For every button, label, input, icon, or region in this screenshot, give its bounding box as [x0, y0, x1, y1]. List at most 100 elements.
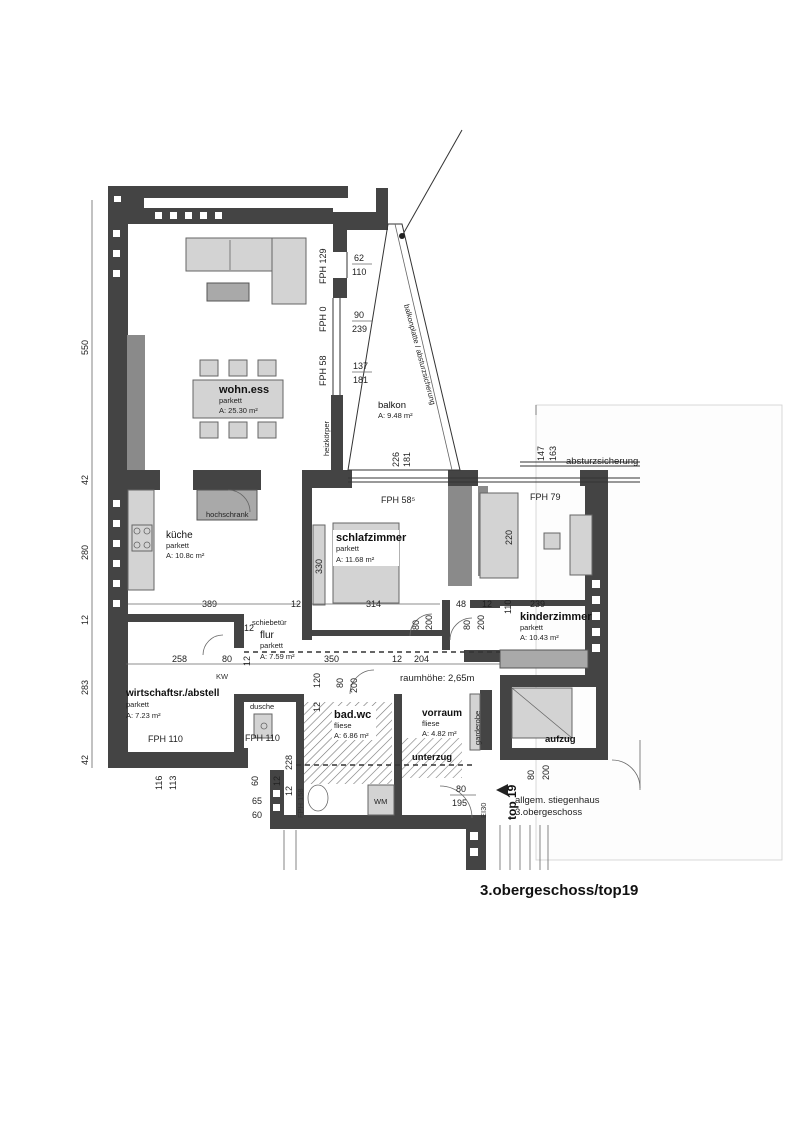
dim-door-200b: 200 — [476, 615, 486, 630]
room-floor: fliese — [422, 719, 440, 728]
dim-bot-113: 113 — [168, 776, 178, 790]
dim-win1-bot: 110 — [352, 267, 366, 277]
room-name: kinderzimmer — [520, 611, 592, 623]
dim-bot-65: 65 — [252, 796, 262, 806]
dim-left-550: 550 — [80, 340, 90, 355]
dim-pre-12: 12 — [242, 656, 252, 666]
dim-win2-bot: 239 — [352, 324, 367, 334]
fph-wohn-0: FPH 0 — [318, 306, 328, 332]
dim-lift-200: 200 — [541, 765, 551, 780]
room-area: A: 6.86 m² — [334, 731, 369, 740]
living-windows — [331, 252, 348, 470]
fph-bad-158: FPH 158 — [296, 788, 305, 818]
label-raumhoehe: raumhöhe: 2,65m — [400, 673, 475, 684]
room-area: A: 4.82 m² — [422, 729, 457, 738]
dim-bot-60b: 60 — [252, 810, 262, 820]
room-schlafzimmer: schlafzimmer parkett A: 11.68 m² — [333, 530, 407, 566]
dim-kin-239: 239 — [530, 599, 545, 609]
room-name: wohn.ess — [218, 384, 269, 396]
room-wirtschaftsraum: wirtschaftsr./abstell parkett A: 7.23 m² — [125, 688, 220, 720]
dim-wirt-12: 12 — [312, 702, 322, 712]
dim-bot-60a: 60 — [250, 776, 260, 786]
label-absturzsicherung: absturzsicherung — [566, 456, 638, 467]
room-floor: parkett — [520, 623, 544, 632]
room-floor: fliese — [334, 721, 352, 730]
room-name: wirtschaftsr./abstell — [125, 688, 220, 699]
dim-entry-195: 195 — [452, 798, 467, 808]
dim-win1-top: 62 — [354, 253, 364, 263]
label-ei30: EI30 — [479, 803, 488, 818]
dim-flur-350: 350 — [324, 654, 339, 664]
plan-caption: 3.obergeschoss/top19 — [480, 882, 638, 899]
room-area: A: 11.68 m² — [336, 555, 375, 564]
room-kueche: küche parkett A: 10.8c m² — [166, 530, 205, 560]
room-area: A: 9.48 m² — [378, 411, 413, 420]
dim-kin-220: 220 — [504, 530, 514, 545]
dim-bot-228: 228 — [284, 755, 294, 770]
dim-flur-204: 204 — [414, 654, 429, 664]
dim-entry-80: 80 — [456, 784, 466, 794]
interior-walls — [118, 335, 585, 824]
room-area: A: 10.8c m² — [166, 551, 205, 560]
dim-bot-12: 12 — [272, 776, 282, 786]
fph-wohn-58: FPH 58 — [318, 355, 328, 386]
dim-left-42b: 42 — [80, 755, 90, 765]
label-stiegenhaus-2: 3.obergeschoss — [515, 807, 582, 818]
room-name: vorraum — [422, 708, 462, 719]
room-wohness: wohn.ess parkett A: 25.30 m² — [218, 384, 269, 415]
label-hochschrank: hochschrank — [206, 510, 249, 519]
dim-kin-110: 110 — [503, 600, 513, 614]
dim-kin-163: 163 — [548, 446, 558, 461]
label-schiebetuer: schiebetür — [252, 618, 287, 627]
dim-bad-80: 80 — [335, 678, 345, 688]
dim-lift-80: 80 — [526, 770, 536, 780]
room-floor: parkett — [336, 544, 360, 553]
room-floor: parkett — [126, 700, 150, 709]
dim-win2-top: 90 — [354, 310, 364, 320]
scan-overlay-sheet — [535, 404, 783, 861]
dim-kin-48: 48 — [456, 599, 466, 609]
dim-flur-12b: 12 — [392, 654, 402, 664]
room-floor: parkett — [219, 396, 243, 405]
dim-left-42a: 42 — [80, 475, 90, 485]
dim-door-80a: 80 — [411, 620, 421, 630]
fph-wirt: FPH 110 — [148, 734, 183, 744]
fph-kinder: FPH 79 — [530, 492, 561, 502]
label-top: top 19 — [505, 784, 519, 820]
room-aufzug: aufzug — [545, 734, 576, 745]
room-name: schlafzimmer — [336, 532, 407, 544]
room-area: A: 7.23 m² — [126, 711, 161, 720]
dim-left-280: 280 — [80, 545, 90, 560]
dim-kin-147: 147 — [536, 446, 546, 461]
room-badwc: bad.wc fliese A: 6.86 m² — [332, 706, 376, 740]
stairs — [283, 825, 549, 870]
dim-balk-181: 181 — [402, 452, 412, 467]
label-garderobe: garderobe — [473, 711, 482, 745]
dim-flur-12: 12 — [244, 623, 254, 633]
dim-flur-80: 80 — [222, 654, 232, 664]
door-swings — [202, 613, 641, 819]
dim-schlaf-330: 330 — [314, 559, 324, 574]
room-name: flur — [260, 630, 275, 641]
wall-notches — [113, 196, 600, 856]
label-unterzug: unterzug — [412, 752, 452, 763]
room-area: A: 25.30 m² — [219, 406, 258, 415]
room-area: A: 10.43 m² — [520, 633, 559, 642]
fph-schlaf: FPH 58⁵ — [381, 495, 416, 505]
room-flur: flur parkett A: 7.59 m² — [260, 630, 295, 661]
dim-schlaf-12: 12 — [291, 599, 301, 609]
room-balkon: balkon A: 9.48 m² — [378, 400, 413, 420]
dim-door-80b: 80 — [462, 620, 472, 630]
room-area: A: 7.59 m² — [260, 652, 295, 661]
dim-left-283: 283 — [80, 680, 90, 695]
room-name: balkon — [378, 400, 406, 411]
dim-bot-12b: 12 — [284, 786, 294, 796]
label-heizkoerper: heizkörper — [322, 420, 331, 456]
room-floor: parkett — [166, 541, 190, 550]
room-name: bad.wc — [334, 709, 371, 721]
balcony — [347, 129, 640, 483]
dim-bot-116: 116 — [154, 776, 164, 790]
dim-flur-258: 258 — [172, 654, 187, 664]
room-vorraum: vorraum fliese A: 4.82 m² — [422, 708, 462, 738]
